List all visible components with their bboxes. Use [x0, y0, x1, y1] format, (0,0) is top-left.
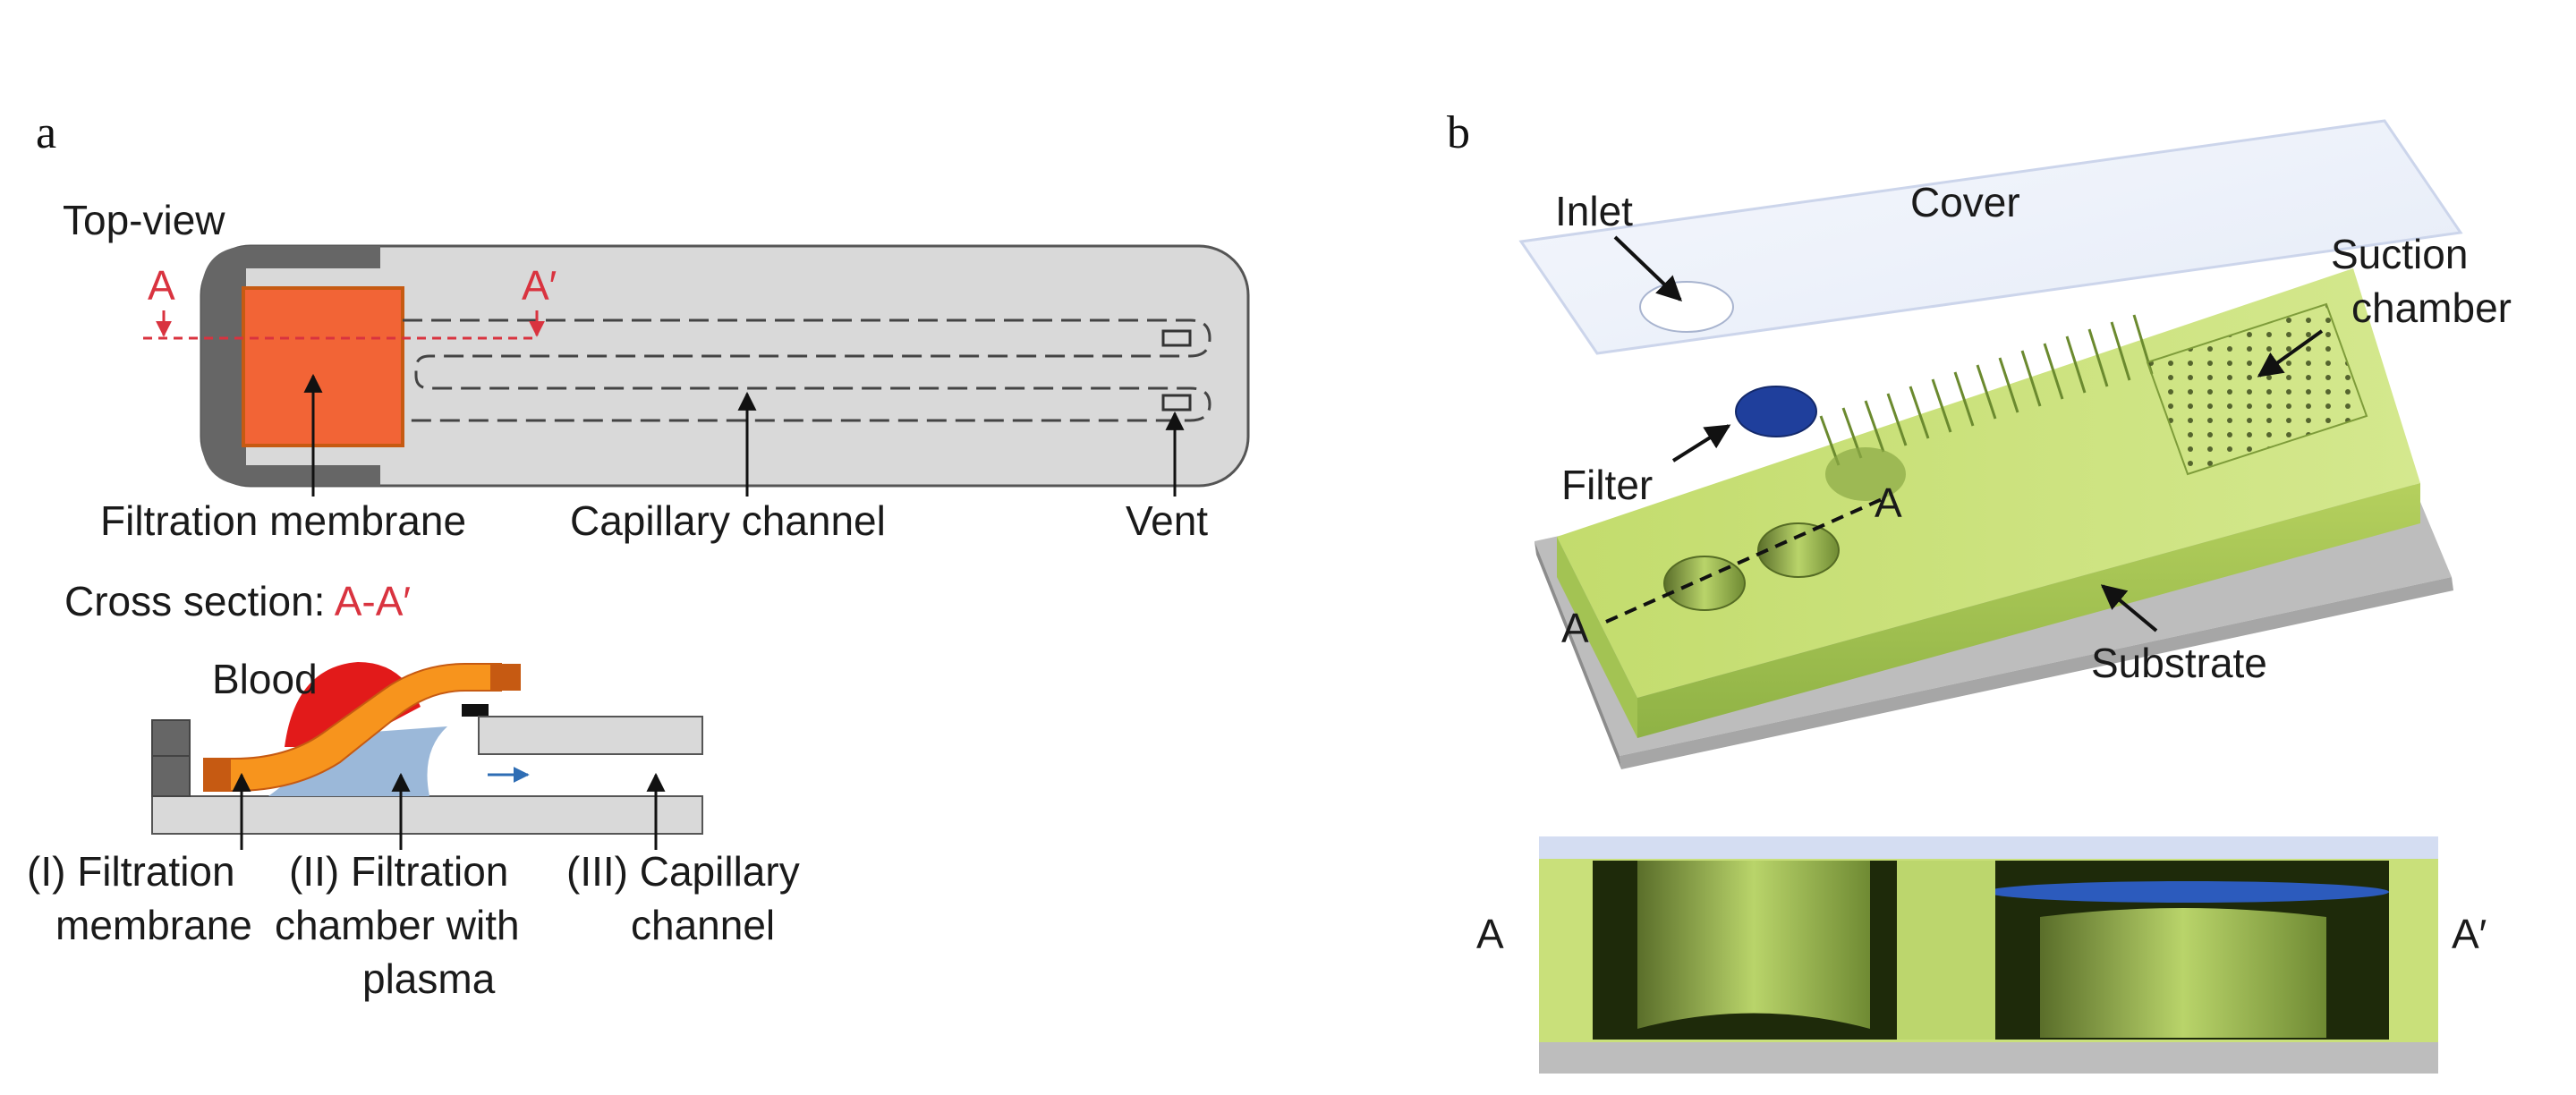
top-view: Top-view A A′ Filtration membrane Capill…: [63, 197, 1250, 544]
section-filter: [1986, 881, 2389, 903]
label-cover: Cover: [1910, 179, 2020, 225]
label-capillary-channel: Capillary channel: [570, 497, 886, 544]
cover-glass: [1518, 119, 2463, 355]
substrate-front-edge: [1620, 577, 2453, 769]
cross-section-title-highlight: A-A′: [335, 578, 411, 624]
chip-cross-section: A A′: [1476, 836, 2487, 1074]
label-suction-line2: chamber: [2351, 284, 2512, 331]
inlet-well: [1663, 556, 1746, 611]
panel-b: b Inlet Cover Suction chamber: [1447, 107, 2512, 1074]
panel-b-letter: b: [1447, 107, 1470, 158]
label-filter: Filter: [1561, 462, 1653, 508]
cross-base-plate: [151, 795, 703, 835]
panel-a: a Top-view A A′ Filtration membr: [27, 107, 1250, 1002]
section-divider: [1897, 861, 1995, 1040]
cross-section-title-prefix: Cross section:: [64, 578, 335, 624]
cross-black-spacer: [462, 704, 489, 717]
cross-pillar-top: [151, 719, 191, 757]
panel-a-letter: a: [36, 107, 56, 158]
cross-top-plate: [478, 716, 703, 755]
label-i-line2: membrane: [55, 902, 252, 948]
suction-chamber-pillars: [2147, 304, 2367, 474]
label-section-a-prime: A′: [2452, 911, 2487, 957]
label-chip-a-prime: A: [1875, 480, 1902, 526]
label-iii-line2: channel: [631, 902, 775, 948]
label-ii-line1: (II) Filtration: [289, 848, 508, 895]
membrane-right-end: [490, 664, 521, 691]
chip-front-side: [1637, 483, 2420, 738]
filtration-membrane-square: [242, 286, 404, 447]
marker-a-prime: A′: [522, 262, 557, 309]
cross-section: Cross section: A-A′ Blood: [27, 578, 800, 1002]
label-substrate: Substrate: [2091, 640, 2267, 686]
section-substrate-layer: [1539, 1042, 2438, 1074]
substrate-pointer: [2100, 584, 2158, 632]
cross-pillar-bottom: [151, 755, 191, 797]
filter-pointer: [1671, 424, 1731, 463]
section-inlet-well: [1637, 861, 1870, 1029]
top-view-title: Top-view: [63, 197, 225, 243]
capillary-channel-outline: [403, 318, 1211, 422]
cross-section-title: Cross section: A-A′: [64, 578, 411, 624]
suction-chamber-outline: [2146, 302, 2368, 476]
blood-droplet: [285, 662, 421, 747]
label-chip-a: A: [1561, 605, 1589, 651]
label-suction-line1: Suction: [2331, 231, 2468, 277]
vent-bottom-icon: [1161, 394, 1192, 412]
label-vent: Vent: [1126, 497, 1208, 544]
chip-left-side: [1557, 537, 1637, 738]
label-ii-line2: chamber with: [275, 902, 520, 948]
section-chamber-well: [2040, 908, 2326, 1038]
label-iii-line1: (III) Capillary: [566, 848, 800, 895]
label-i-line1: (I) Filtration: [27, 848, 235, 895]
chamber-well: [1825, 447, 1906, 501]
substrate-edge: [1535, 541, 1621, 769]
label-ii-line3: plasma: [362, 955, 496, 1002]
filter-disc: [1735, 386, 1817, 437]
chip-section-line: [1605, 495, 1889, 624]
membrane-left-end: [204, 759, 231, 791]
filter-well: [1757, 522, 1840, 578]
vent-top-icon: [1161, 329, 1192, 347]
suction-pointer: [2257, 329, 2324, 378]
label-blood: Blood: [212, 656, 318, 702]
label-inlet: Inlet: [1555, 188, 1633, 234]
inlet-pointer: [1613, 235, 1683, 301]
capillary-comb: [1819, 314, 2154, 466]
label-section-a: A: [1476, 911, 1504, 957]
inlet-hole: [1639, 281, 1734, 333]
membrane-strip: [203, 663, 502, 792]
marker-a: A: [148, 262, 175, 309]
label-filtration-membrane: Filtration membrane: [100, 497, 466, 544]
